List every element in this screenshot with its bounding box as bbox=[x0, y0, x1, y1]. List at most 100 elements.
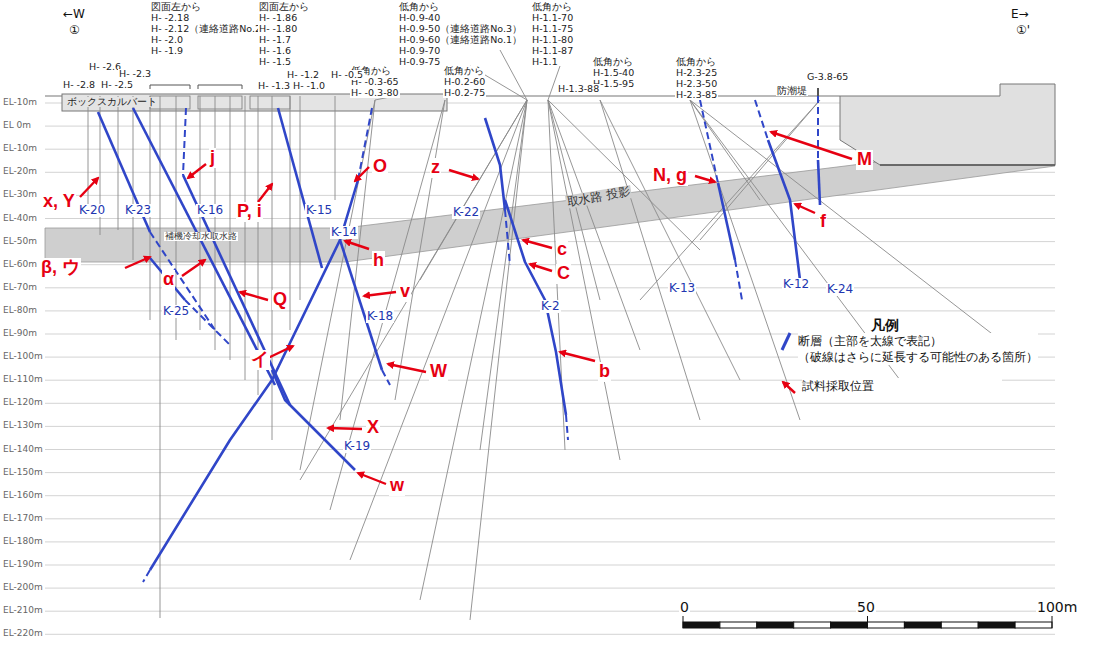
drawing-stroke bbox=[735, 260, 742, 300]
drawing-stroke bbox=[358, 108, 372, 180]
sample-label: N, g bbox=[652, 166, 688, 186]
drawing-stroke bbox=[771, 132, 852, 159]
drawing-stroke bbox=[485, 118, 505, 210]
borehole-label: H-2.3-85 bbox=[675, 90, 718, 100]
drawing-stroke bbox=[1015, 622, 1052, 628]
elevation-label: EL-220m bbox=[2, 629, 44, 639]
drawing-stroke bbox=[45, 472, 1055, 473]
sample-label: j bbox=[209, 148, 216, 168]
fault-name: K-2 bbox=[540, 300, 561, 313]
borehole-label: H-0.2-75 bbox=[443, 88, 486, 98]
drawing-stroke bbox=[1052, 616, 1053, 628]
drawing-stroke bbox=[560, 352, 595, 361]
elevation-label: EL-10m bbox=[2, 98, 38, 108]
elevation-label: EL-130m bbox=[2, 421, 44, 431]
drawing-stroke bbox=[345, 241, 369, 249]
borehole-label: H- -1.2 bbox=[286, 70, 320, 80]
elevation-label: EL-190m bbox=[2, 560, 44, 570]
drawing-stroke bbox=[600, 100, 700, 420]
direction-label: ←W bbox=[62, 8, 86, 21]
drawing-stroke bbox=[268, 346, 293, 358]
drawing-stroke bbox=[45, 403, 1055, 404]
fault-name: K-22 bbox=[452, 206, 480, 219]
borehole-label: H-2.3-25 bbox=[675, 68, 718, 78]
drawing-stroke bbox=[831, 622, 868, 628]
borehole-label: 図面左から bbox=[258, 2, 310, 12]
drawing-stroke bbox=[867, 616, 868, 628]
drawing-stroke bbox=[904, 622, 941, 628]
drawing-stroke bbox=[470, 100, 527, 620]
scale-label: 100m bbox=[1036, 600, 1078, 615]
drawing-stroke bbox=[358, 473, 386, 484]
sample-label: x, Y bbox=[42, 192, 76, 212]
drawing-stroke bbox=[335, 96, 336, 200]
drawing-stroke bbox=[548, 100, 640, 350]
drawing-stroke bbox=[45, 541, 1055, 542]
drawing-stroke bbox=[176, 96, 177, 340]
drawing-stroke bbox=[449, 170, 478, 179]
drawing-stroke bbox=[278, 108, 322, 268]
fault-name: K-18 bbox=[366, 310, 394, 323]
drawing-stroke bbox=[480, 100, 527, 450]
drawing-stroke bbox=[690, 100, 800, 420]
borehole-label: H-1.1-75 bbox=[531, 24, 574, 34]
drawing-stroke bbox=[300, 100, 375, 470]
drawing-stroke bbox=[683, 616, 1052, 628]
fault-name: K-25 bbox=[162, 305, 190, 318]
drawing-stroke bbox=[300, 96, 301, 300]
borehole-label: H-0.9-60（連絡道路No.1） bbox=[398, 35, 523, 45]
borehole-label: H- -1.6 bbox=[258, 46, 292, 56]
drawing-stroke bbox=[185, 300, 230, 345]
borehole-label: H-1.3-88 bbox=[557, 84, 600, 94]
sample-label: O bbox=[372, 157, 388, 177]
elevation-label: EL-90m bbox=[2, 329, 38, 339]
borehole-label: H-0.9-75 bbox=[398, 57, 441, 67]
borehole-label: H-1.1 bbox=[531, 57, 559, 67]
borehole-label: H-1.1-80 bbox=[531, 35, 574, 45]
scale-label: 50 bbox=[856, 600, 876, 615]
borehole-label: H- -2.0 bbox=[150, 35, 184, 45]
drawing-stroke bbox=[941, 622, 978, 628]
borehole-label: H- -1.0 bbox=[292, 81, 326, 91]
drawing-stroke bbox=[868, 622, 905, 628]
drawing-stroke bbox=[978, 622, 1015, 628]
borehole-label: H-1.1-87 bbox=[531, 46, 574, 56]
drawing-stroke bbox=[330, 100, 445, 510]
borehole-label: H-0.9-40 bbox=[398, 13, 441, 23]
fault-name: K-19 bbox=[343, 440, 371, 453]
drawing-stroke bbox=[375, 50, 560, 100]
drawing-stroke bbox=[272, 370, 355, 470]
drawing-stroke bbox=[45, 287, 1055, 288]
sample-label: w bbox=[389, 476, 405, 496]
drawing-stroke bbox=[382, 370, 390, 385]
fault-name: K-14 bbox=[330, 226, 358, 239]
elevation-label: EL-10m bbox=[2, 144, 38, 154]
borehole-label: H- -2.8 bbox=[62, 80, 96, 90]
borehole-label: H- -0.5 bbox=[330, 70, 364, 80]
elevation-label: EL-80m bbox=[2, 306, 38, 316]
elevation-label: EL-40m bbox=[2, 214, 38, 224]
drawing-stroke bbox=[300, 100, 527, 480]
fault-name: K-23 bbox=[124, 204, 152, 217]
drawing-stroke bbox=[45, 588, 1055, 589]
drawing-stroke bbox=[183, 108, 186, 175]
drawing-stroke bbox=[290, 96, 291, 330]
sample-label: b bbox=[598, 362, 611, 382]
elevation-label: EL-140m bbox=[2, 445, 44, 455]
drawing-stroke bbox=[505, 210, 510, 265]
elevation-label: EL-20m bbox=[2, 167, 38, 177]
sample-label: C bbox=[556, 264, 571, 284]
drawing-stroke bbox=[45, 103, 1055, 634]
drawing-stroke bbox=[548, 100, 700, 250]
drawing-stroke bbox=[133, 108, 275, 385]
sample-label: v bbox=[399, 282, 411, 302]
drawing-stroke bbox=[80, 178, 98, 197]
drawing-stroke bbox=[523, 240, 552, 248]
borehole-label: H- -1.7 bbox=[258, 35, 292, 45]
drawing-stroke bbox=[133, 96, 134, 260]
drawing-stroke bbox=[245, 96, 246, 380]
elevation-label: EL-150m bbox=[2, 468, 44, 478]
drawing-stroke bbox=[350, 100, 527, 560]
drawing-stroke bbox=[782, 333, 790, 350]
drawing-stroke bbox=[690, 100, 1000, 340]
